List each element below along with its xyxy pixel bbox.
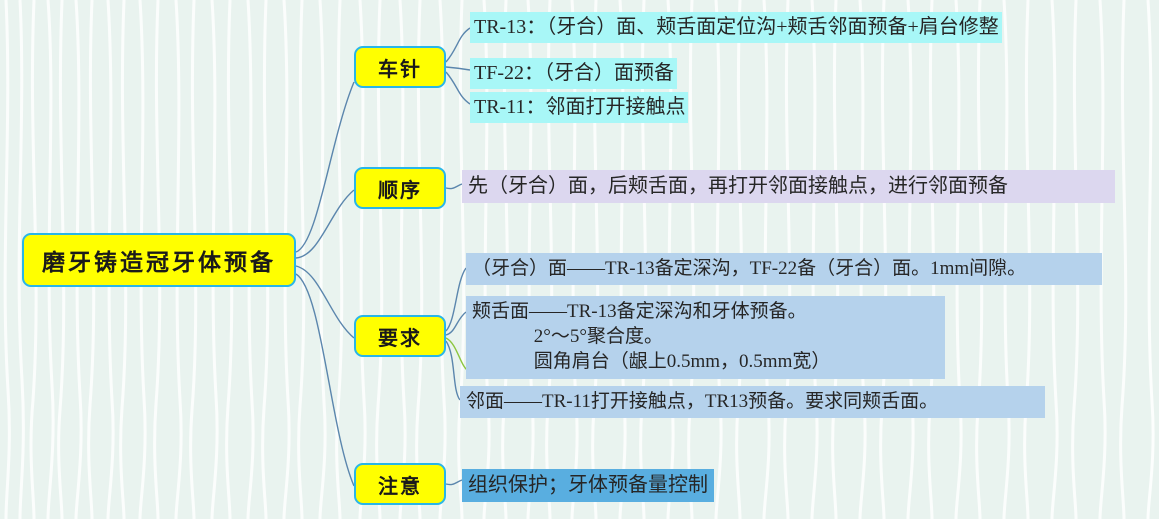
branch-label-shunxu[interactable]: 顺序 xyxy=(354,167,446,209)
item-yaoqiu-occlusal[interactable]: （牙合）面——TR-13备定深沟，TF-22备（牙合）面。1mm间隙。 xyxy=(466,253,1102,286)
item-shunxu-1[interactable]: 先（牙合）面，后颊舌面，再打开邻面接触点，进行邻面预备 xyxy=(462,170,1115,204)
item-yaoqiu-buccolingual[interactable]: 颊舌面——TR-13备定深沟和牙体预备。 2°～5°聚合度。 圆角肩台（龈上0.… xyxy=(466,296,945,380)
root-node[interactable]: 磨牙铸造冠牙体预备 xyxy=(22,233,296,287)
branch-label-zhuyi[interactable]: 注意 xyxy=(354,463,446,505)
item-zhuyi-1[interactable]: 组织保护；牙体预备量控制 xyxy=(462,469,714,503)
branch-label-chezhen[interactable]: 车针 xyxy=(354,46,446,88)
item-chezhen-tr11[interactable]: TR-11：邻面打开接触点 xyxy=(470,92,689,124)
item-yaoqiu-proximal[interactable]: 邻面——TR-11打开接触点，TR13预备。要求同颊舌面。 xyxy=(460,386,1045,419)
item-chezhen-tf22[interactable]: TF-22：（牙合）面预备 xyxy=(470,58,677,90)
branch-label-yaoqiu[interactable]: 要求 xyxy=(354,315,446,357)
item-chezhen-tr13[interactable]: TR-13：（牙合）面、颊舌面定位沟+颊舌邻面预备+肩台修整 xyxy=(470,12,1002,44)
